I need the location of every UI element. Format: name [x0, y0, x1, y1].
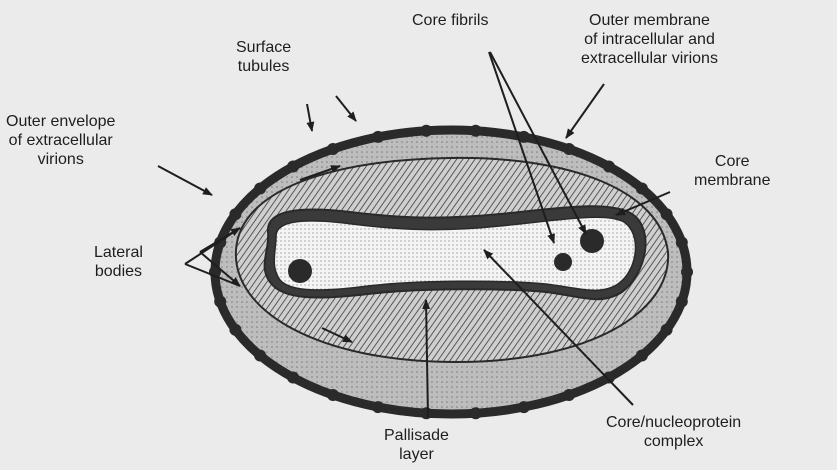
- surface-tubule: [676, 237, 688, 249]
- surface-tubule: [661, 208, 673, 220]
- surface-tubules-arrow-2: [336, 96, 356, 121]
- surface-tubules-arrow-1: [307, 104, 312, 131]
- outer-membrane-arrow: [566, 84, 604, 138]
- surface-tubule: [254, 183, 266, 195]
- surface-tubule: [518, 401, 530, 413]
- surface-tubule: [470, 407, 482, 419]
- surface-tubule: [470, 125, 482, 137]
- core-body-right: [580, 229, 604, 253]
- surface-tubule: [287, 161, 299, 173]
- surface-tubule: [287, 372, 299, 384]
- surface-tubule: [636, 183, 648, 195]
- core-body-middle: [554, 253, 572, 271]
- surface-tubule: [327, 389, 339, 401]
- surface-tubule: [661, 324, 673, 336]
- surface-tubule: [420, 407, 432, 419]
- surface-tubule: [563, 389, 575, 401]
- surface-tubule: [372, 401, 384, 413]
- surface-tubule: [636, 350, 648, 362]
- surface-tubule: [254, 350, 266, 362]
- surface-tubule: [327, 143, 339, 155]
- surface-tubule: [676, 296, 688, 308]
- surface-tubule: [214, 296, 226, 308]
- label-core-fibrils: Core fibrils: [412, 11, 488, 30]
- surface-tubule: [603, 161, 615, 173]
- surface-tubule: [563, 143, 575, 155]
- surface-tubule: [229, 208, 241, 220]
- surface-tubule: [681, 266, 693, 278]
- surface-tubule: [603, 372, 615, 384]
- outer-envelope-arrow: [158, 166, 212, 195]
- surface-tubule: [229, 324, 241, 336]
- surface-tubule: [420, 125, 432, 137]
- surface-tubule: [372, 131, 384, 143]
- core-body-left: [288, 259, 312, 283]
